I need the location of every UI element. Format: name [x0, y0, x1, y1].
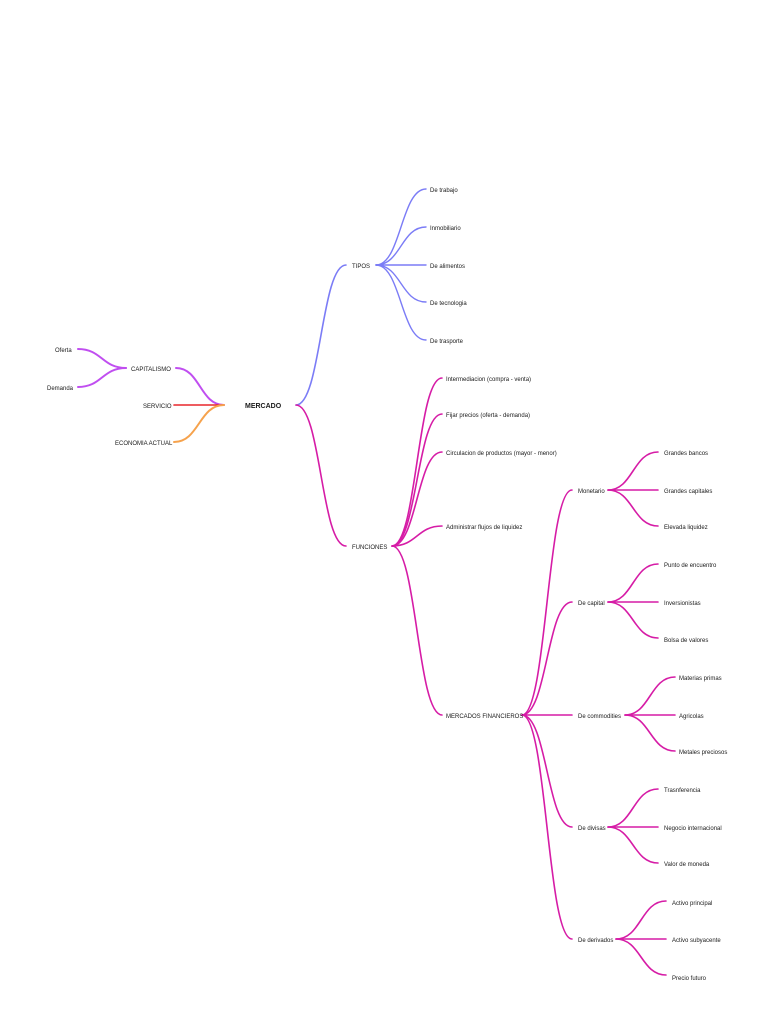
node-oferta: Oferta — [55, 348, 72, 354]
connector-tipos-item — [375, 226, 427, 266]
node-mf-item: Bolsa de valores — [664, 638, 708, 644]
connector-funciones-item — [391, 413, 443, 547]
connector-mf-group — [521, 714, 573, 828]
connector-mercados-financieros — [391, 545, 443, 716]
connector-mf-group — [521, 489, 573, 716]
node-economia-actual: ECONOMIA ACTUAL — [115, 441, 173, 447]
node-tipos-item: De trasporte — [430, 339, 464, 345]
node-servicio: SERVICIO — [143, 404, 172, 410]
node-mf-group: De derivados — [578, 938, 613, 944]
node-tipos-item: De trabajo — [430, 188, 458, 194]
connector-mf-group — [521, 601, 573, 716]
connector-funciones — [295, 404, 347, 547]
connector-economia-actual — [173, 404, 225, 443]
node-tipos-item: Inmobiliario — [430, 226, 461, 232]
connector-demanda — [77, 367, 127, 388]
connector-mf-group — [521, 714, 573, 940]
connector-mf-item — [607, 489, 659, 527]
node-mf-item: Punto de encuentro — [664, 563, 717, 569]
node-mf-group: De divisas — [578, 826, 606, 832]
node-tipos-item: De tecnologia — [430, 301, 467, 307]
node-funciones-item: Intermediacion (compra - venta) — [446, 377, 531, 383]
node-demanda: Demanda — [47, 386, 74, 392]
connector-mf-item — [624, 676, 676, 716]
connector-mf-item — [615, 938, 667, 976]
node-mf-item: Agricolas — [679, 714, 704, 720]
node-funciones-item: Circulacion de productos (mayor - menor) — [446, 451, 557, 457]
node-root: MERCADO — [245, 403, 282, 410]
connector-capitalismo — [175, 367, 225, 406]
node-funciones-item: Fijar precios (oferta - demanda) — [446, 413, 530, 419]
node-mf-group: Monetario — [578, 489, 605, 495]
connector-mf-item — [624, 714, 676, 752]
node-funciones-item: Administrar flujos de liquidez — [446, 525, 522, 531]
connector-mf-item — [607, 601, 659, 639]
node-mf-group: De commodities — [578, 714, 621, 720]
node-mf-item: Activo subyacente — [672, 938, 721, 944]
connector-mf-item — [607, 563, 659, 603]
connector-mf-item — [607, 451, 659, 491]
connector-mf-item — [607, 788, 659, 828]
node-mf-item: Grandes capitales — [664, 489, 712, 495]
node-mf-item: Negocio internacional — [664, 826, 722, 832]
node-tipos: TIPOS — [352, 264, 370, 270]
node-funciones: FUNCIONES — [352, 545, 387, 551]
node-mf-item: Trasnferencia — [664, 788, 701, 794]
node-mf-item: Elevada liquidez — [664, 525, 708, 531]
connector-funciones-item — [391, 377, 443, 547]
connector-mf-item — [615, 900, 667, 940]
connector-tipos — [295, 264, 347, 406]
node-capitalismo: CAPITALISMO — [131, 367, 171, 373]
node-tipos-item: De alimentos — [430, 264, 465, 270]
connector-tipos-item — [375, 264, 427, 303]
node-mf-item: Activo principal — [672, 901, 712, 907]
mindmap-connectors — [77, 188, 676, 976]
connector-oferta — [77, 348, 127, 369]
connector-tipos-item — [375, 264, 427, 341]
connector-funciones-item — [391, 451, 443, 547]
node-mf-item: Valor de moneda — [664, 862, 710, 868]
node-mf-item: Precio futuro — [672, 976, 707, 982]
connector-funciones-item — [391, 525, 443, 547]
connector-tipos-item — [375, 188, 427, 266]
connector-mf-item — [607, 826, 659, 864]
node-mf-item: Inversionistas — [664, 601, 701, 607]
node-mf-item: Metales preciosos — [679, 750, 727, 756]
node-mf-item: Grandes bancos — [664, 451, 708, 457]
node-mercados-financieros: MERCADOS FINANCIEROS — [446, 714, 523, 720]
node-mf-group: De capital — [578, 601, 605, 607]
node-mf-item: Materias primas — [679, 676, 722, 682]
